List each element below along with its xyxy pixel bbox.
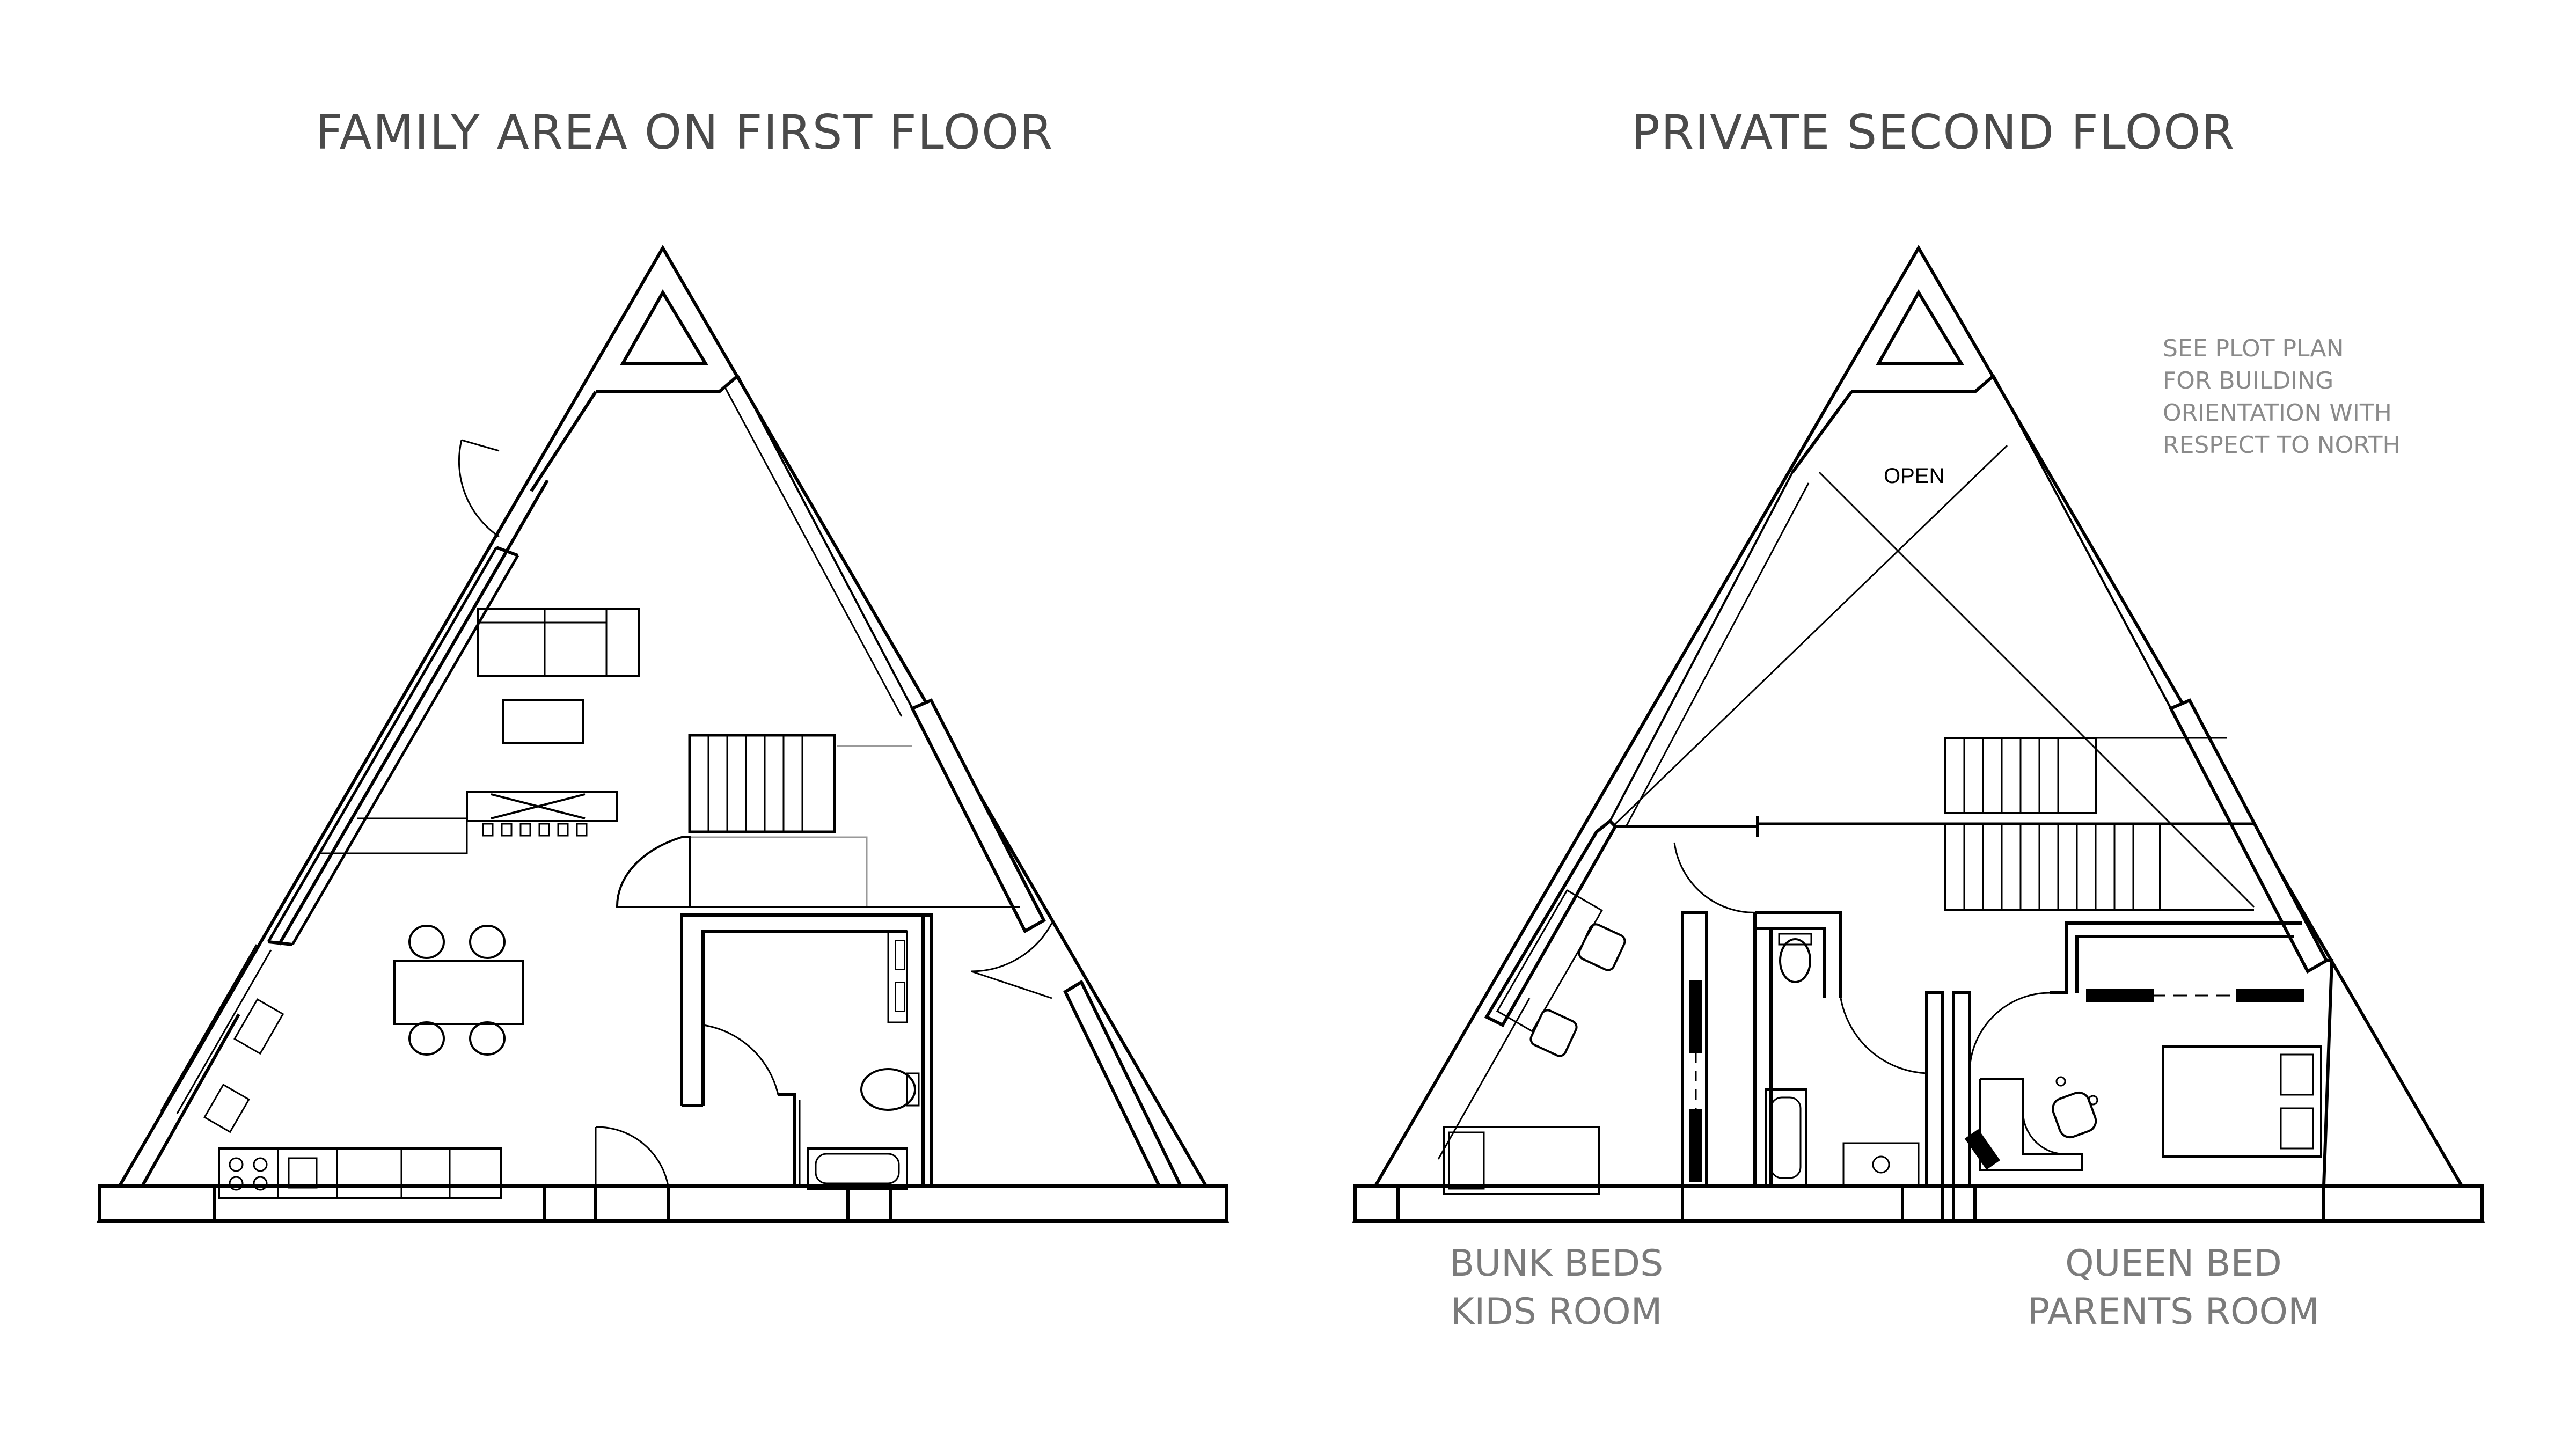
chair [408,1021,445,1056]
bottom-wall-3 [667,1184,850,1223]
stair-landing [616,836,691,908]
left-glazing [1609,472,1794,822]
note-line: ORIENTATION WITH [2163,399,2392,427]
right-inner-wall [2322,959,2334,1187]
right-wall-segment [910,698,1046,934]
bottom-wall-1 [98,1184,216,1223]
media-console [466,791,618,822]
entry-door-top [458,440,500,538]
right-glazing [1993,375,2172,709]
sink-cabinet [1842,1142,1920,1187]
orientation-note: SEE PLOT PLAN FOR BUILDING ORIENTATION W… [2163,333,2401,462]
left-wall-double [267,546,498,943]
right-glazing [737,375,913,709]
right-wall-segment [2168,698,2329,974]
first-floor-title: FAMILY AREA ON FIRST FLOOR [316,105,1054,160]
open-diagonal [1612,444,2008,828]
toilet [1779,938,1811,983]
open-label: OPEN [1884,464,1944,488]
note-line: SEE PLOT PLAN [2163,335,2344,362]
apex-vent [1875,289,1965,365]
apex-frame [596,374,739,393]
caption-line: KIDS ROOM [1450,1291,1663,1333]
bath-door [1840,998,1933,1074]
inner-wall-left-lower [277,568,498,946]
kids-chair [1578,923,1626,971]
wall-cooktop [203,1084,250,1133]
second-floor-title: PRIVATE SECOND FLOOR [1631,105,2236,160]
kids-desk [1496,889,1603,1033]
inner-wall-left-bottom [141,1013,240,1187]
kids-chair [1529,1009,1578,1057]
bath-door [702,1024,779,1095]
caption-line: PARENTS ROOM [2028,1291,2319,1333]
inner-wall-left [495,479,549,570]
bottom-wall-4 [889,1184,1228,1223]
front-door [595,1126,669,1187]
dining-table [393,960,524,1025]
stairs-lower [1944,823,2161,911]
apex-frame [1851,374,1995,393]
bunk-bed [1443,1126,1600,1195]
parents-room-caption: QUEEN BED PARENTS ROOM [1986,1240,2361,1336]
side-door [971,923,1053,972]
coffee-table [502,699,584,744]
bottom-wall-2 [543,1184,597,1223]
computer [1964,1129,2000,1170]
kids-door [1673,842,1761,913]
note-line: RESPECT TO NORTH [2163,431,2401,459]
bathtub [807,1147,908,1190]
office-chair [2052,1091,2097,1139]
utility-wall [923,913,933,1186]
left-window [160,944,258,1111]
caption-line: BUNK BEDS [1449,1242,1664,1285]
caption-line: QUEEN BED [2065,1242,2282,1285]
chair [469,1021,506,1056]
vanity [887,930,908,1023]
kitchen-counter [218,1147,502,1199]
chair [408,925,445,959]
stairs-upper [688,734,836,833]
toilet [860,1068,916,1111]
bath-wall [1755,911,1842,998]
desk [1979,1078,2083,1171]
left-wall-segment [1484,818,1618,1027]
note-line: FOR BUILDING [2163,367,2334,394]
apex-vent [619,289,709,365]
bath-wall [680,913,925,1186]
open-diagonal [1818,471,2255,908]
kitchen-counter-edge [319,817,468,854]
parents-door [1968,992,2051,1074]
wall-sink [233,998,284,1055]
chair [469,925,506,959]
kitchen-sink [288,1157,318,1189]
queen-bed [2162,1045,2322,1158]
kids-room-caption: BUNK BEDS KIDS ROOM [1395,1240,1717,1336]
